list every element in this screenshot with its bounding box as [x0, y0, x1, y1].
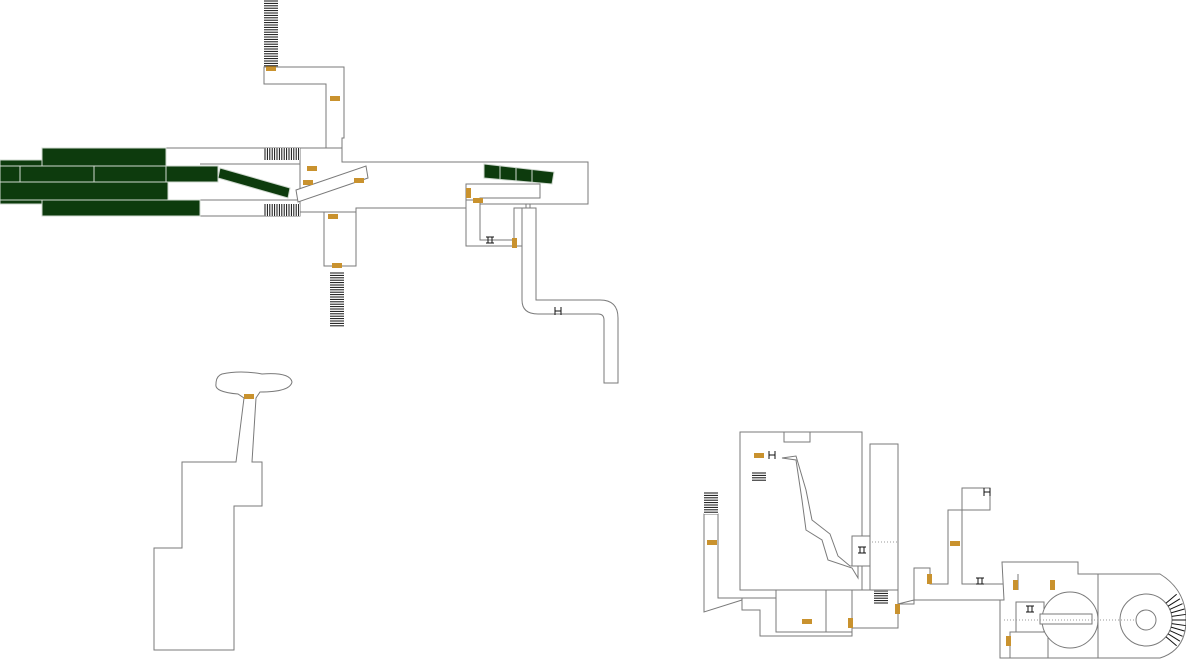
ladder-icon	[768, 451, 776, 459]
south-room-1	[775, 589, 827, 633]
track-car-1	[19, 165, 95, 183]
door-marker-icon	[330, 96, 340, 101]
station-complex-south	[703, 431, 1186, 659]
track-car-2	[93, 165, 167, 183]
stairs-icon	[704, 492, 718, 514]
door-marker-icon	[950, 541, 960, 546]
platform-tracks	[0, 147, 555, 217]
inner-room-a	[1015, 601, 1045, 633]
door-marker-icon	[802, 619, 812, 624]
door-marker-icon	[466, 188, 471, 198]
stairs-icon	[330, 272, 344, 328]
ladder-icon	[976, 577, 984, 585]
inner-room-b	[1009, 631, 1049, 659]
door-marker-icon	[754, 453, 764, 458]
cave-chamber	[153, 371, 293, 651]
stairs-icon	[264, 0, 278, 67]
door-marker-icon	[354, 178, 364, 183]
door-marker-icon	[1013, 580, 1018, 590]
east-passage	[465, 199, 531, 247]
stairs-icon	[1165, 593, 1186, 647]
door-marker-icon	[707, 540, 717, 545]
slanted-passage	[295, 165, 369, 203]
door-marker-icon	[307, 166, 317, 171]
ladder-icon	[1026, 605, 1034, 613]
ladder-icon	[486, 236, 494, 244]
door-marker-icon	[927, 574, 932, 584]
ladder-icon	[554, 307, 562, 315]
ladder-icon	[858, 546, 866, 554]
door-marker-icon	[303, 180, 313, 185]
train-east	[483, 163, 555, 185]
door-marker-icon	[266, 66, 276, 71]
cave-area	[153, 371, 293, 651]
stairs-icon	[752, 472, 766, 482]
door-marker-icon	[328, 214, 338, 219]
long-tunnel	[521, 207, 619, 384]
south-room-2	[825, 589, 853, 633]
track-car-3	[165, 165, 219, 183]
platform-lower	[41, 199, 201, 217]
platform-upper	[41, 147, 167, 167]
stairs-icon	[264, 204, 300, 216]
door-marker-icon	[895, 604, 900, 614]
stairs-icon	[874, 590, 888, 604]
door-marker-icon	[1050, 580, 1055, 590]
ladder-icon	[983, 488, 991, 496]
winding-passage	[781, 455, 859, 580]
rotunda-bridge	[1039, 613, 1093, 625]
ladder-markers	[486, 236, 1034, 613]
door-markers	[244, 66, 1055, 646]
stairs-icon	[264, 148, 300, 160]
door-marker-icon	[848, 618, 853, 628]
door-marker-icon	[473, 198, 483, 203]
rotunda-core	[1135, 609, 1157, 631]
door-marker-icon	[332, 263, 342, 268]
track-upper	[0, 165, 21, 183]
small-stair-room	[851, 535, 871, 567]
station-complex-north	[165, 66, 619, 384]
door-marker-icon	[244, 394, 254, 399]
door-marker-icon	[512, 238, 517, 248]
track-lower	[0, 181, 169, 201]
south-corridor	[323, 211, 357, 267]
train-slanted	[217, 167, 291, 199]
stair-markers	[264, 0, 1186, 647]
door-marker-icon	[1006, 636, 1011, 646]
